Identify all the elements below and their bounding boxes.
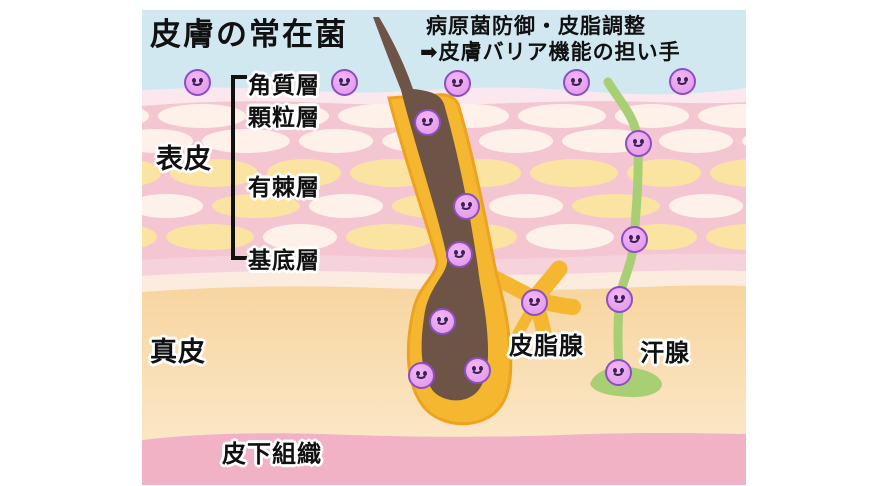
skin-cell	[170, 159, 258, 187]
bacteria-mouth	[627, 236, 641, 243]
skin-cell	[659, 129, 733, 153]
smiley-bacteria-icon	[620, 225, 648, 253]
skin-cell	[706, 224, 746, 250]
bacteria-mouth	[435, 318, 449, 325]
label-spinous-layer: 有棘層	[248, 174, 320, 200]
skin-cell	[489, 194, 563, 218]
skin-cell	[530, 159, 618, 187]
label-sweat-gland: 汗腺	[640, 340, 690, 367]
skin-cell	[142, 160, 161, 186]
skin-cell	[710, 159, 746, 187]
skin-cell	[742, 136, 746, 146]
skin-cell	[698, 104, 746, 128]
smiley-bacteria-icon	[445, 240, 473, 268]
label-stratum-corneum: 角質層	[248, 72, 320, 98]
skin-cell	[158, 104, 246, 128]
label-dermis: 真皮	[150, 337, 206, 367]
smiley-bacteria-icon	[413, 108, 441, 136]
bacteria-mouth	[569, 79, 583, 86]
smiley-bacteria-icon	[330, 68, 358, 96]
skin-cell	[142, 194, 203, 218]
bacteria-mouth	[190, 79, 204, 86]
smiley-bacteria-icon	[407, 361, 435, 389]
bacteria-mouth	[470, 367, 484, 374]
bacteria-mouth	[420, 119, 434, 126]
smiley-bacteria-icon	[452, 192, 480, 220]
skin-cell	[479, 129, 553, 153]
skin-cell	[263, 224, 337, 250]
label-basal-layer: 基底層	[248, 247, 320, 273]
smiley-bacteria-icon	[443, 69, 471, 97]
skin-cross-section-diagram: 皮膚の常在菌 病原菌防御・皮脂調整 ➡皮膚バリア機能の担い手 角質層 顆粒層 有…	[142, 10, 746, 485]
label-granular-layer: 顆粒層	[248, 104, 320, 130]
bacteria-mouth	[337, 79, 351, 86]
bacteria-mouth	[450, 80, 464, 87]
smiley-bacteria-icon	[428, 307, 456, 335]
subcutaneous-band	[142, 433, 746, 485]
bacteria-mouth	[459, 203, 473, 210]
annotation-line1: 病原菌防御・皮脂調整	[426, 15, 646, 38]
label-sebaceous-gland: 皮脂腺	[509, 333, 584, 360]
bacteria-mouth	[452, 251, 466, 258]
sky-band	[142, 10, 746, 95]
diagram-title: 皮膚の常在菌	[150, 17, 348, 52]
smiley-bacteria-icon	[605, 285, 633, 313]
smiley-bacteria-icon	[520, 288, 548, 316]
skin-cell	[518, 104, 606, 128]
skin-cell	[346, 224, 434, 250]
skin-cell	[142, 108, 149, 124]
skin-cell	[309, 194, 383, 218]
hair-shaft	[373, 17, 489, 401]
skin-cell	[267, 159, 341, 187]
label-subcutaneous: 皮下組織	[222, 441, 322, 468]
skin-cell	[627, 159, 701, 187]
bacteria-mouth	[414, 372, 428, 379]
smiley-bacteria-icon	[604, 358, 632, 386]
smiley-bacteria-icon	[562, 68, 590, 96]
epidermis-bracket	[231, 75, 247, 260]
skin-cell	[202, 129, 290, 153]
bacteria-mouth	[527, 299, 541, 306]
skin-cell	[526, 224, 614, 250]
skin-cell	[299, 129, 373, 153]
skin-cell	[572, 194, 660, 218]
skin-cell	[669, 194, 743, 218]
smiley-bacteria-icon	[668, 67, 696, 95]
bacteria-mouth	[675, 78, 689, 85]
skin-cell	[142, 129, 193, 153]
label-epidermis: 表皮	[156, 144, 212, 174]
bacteria-mouth	[612, 296, 626, 303]
skin-cell	[142, 226, 157, 248]
bacteria-mouth	[631, 140, 645, 147]
bacteria-mouth	[611, 369, 625, 376]
smiley-bacteria-icon	[183, 68, 211, 96]
skin-cell	[166, 224, 254, 250]
skin-cell	[255, 104, 329, 128]
annotation-line2: ➡皮膚バリア機能の担い手	[420, 41, 681, 64]
smiley-bacteria-icon	[624, 129, 652, 157]
smiley-bacteria-icon	[463, 356, 491, 384]
